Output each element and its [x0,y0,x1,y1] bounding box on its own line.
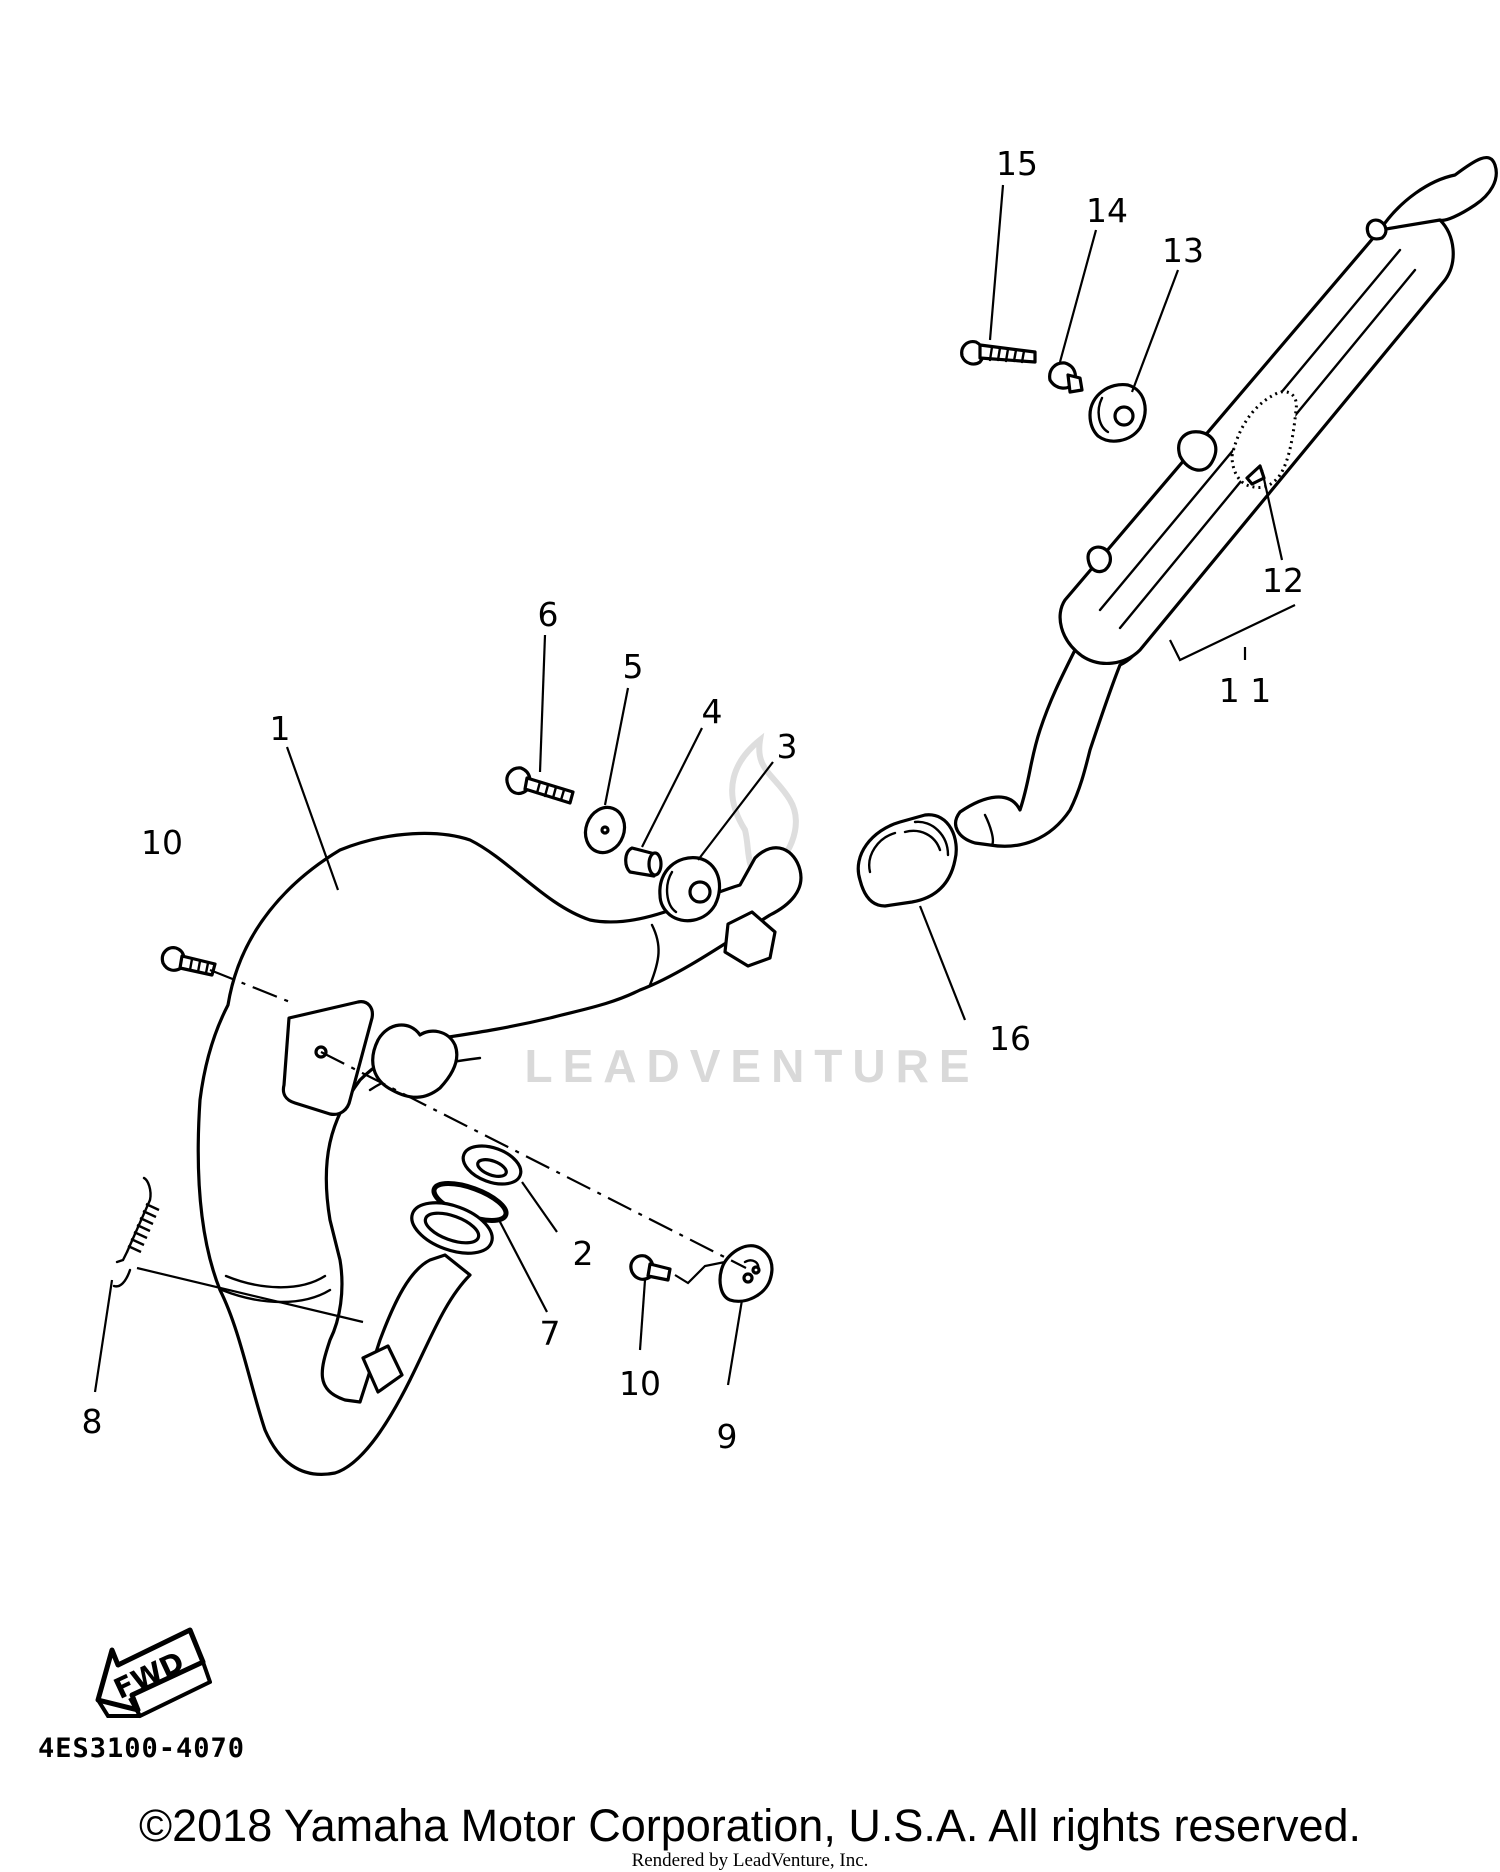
bolt-10-bottom [629,1254,672,1282]
leader-lines [93,184,1296,1393]
bolt-6 [505,766,575,805]
callout-16: 16 [989,1019,1031,1058]
callout-14: 14 [1086,191,1128,230]
callout-9: 9 [717,1417,738,1456]
collar-4 [624,846,663,878]
callout-13: 13 [1162,231,1204,270]
callout-6: 6 [538,595,559,634]
callout-15: 15 [996,144,1038,183]
bracket [718,1244,774,1303]
callout-7: 7 [540,1314,561,1353]
callout-1: 1 [270,709,291,748]
callout-5: 5 [623,647,644,686]
callout-11: 1 1 [1219,671,1271,710]
diagram-code: 4ES3100-4070 [38,1733,246,1764]
copyright-notice: ©2018 Yamaha Motor Corporation, U.S.A. A… [138,1800,1362,1851]
callout-12: 12 [1262,561,1304,600]
silencer-packing [1230,390,1298,490]
bolt-10-top [160,946,217,977]
callout-8: 8 [82,1402,103,1441]
alignment-lines [209,968,747,1269]
collar [1048,361,1084,394]
fwd-arrow-icon: FWD [95,1627,212,1718]
spring [112,1176,160,1288]
damper [1088,383,1147,443]
chamber-flange [410,1201,494,1255]
watermark-text: LEADVENTURE [524,1040,979,1092]
washer [583,805,627,855]
callout-labels: 1 2 3 4 5 6 7 8 9 10 10 1 1 12 13 14 15 … [82,144,1305,1456]
rubber-joint [856,813,958,908]
gasket [461,1144,523,1186]
callout-4: 4 [702,692,723,731]
silencer [954,156,1498,848]
callout-2: 2 [573,1234,594,1273]
damper-3 [658,856,722,923]
rendered-by-notice: Rendered by LeadVenture, Inc. [631,1850,869,1871]
callout-10-bottom: 10 [619,1364,661,1403]
callout-3: 3 [777,727,798,766]
bolt-15 [960,340,1037,366]
callout-10-top: 10 [141,823,183,862]
expansion-chamber [196,831,803,1476]
